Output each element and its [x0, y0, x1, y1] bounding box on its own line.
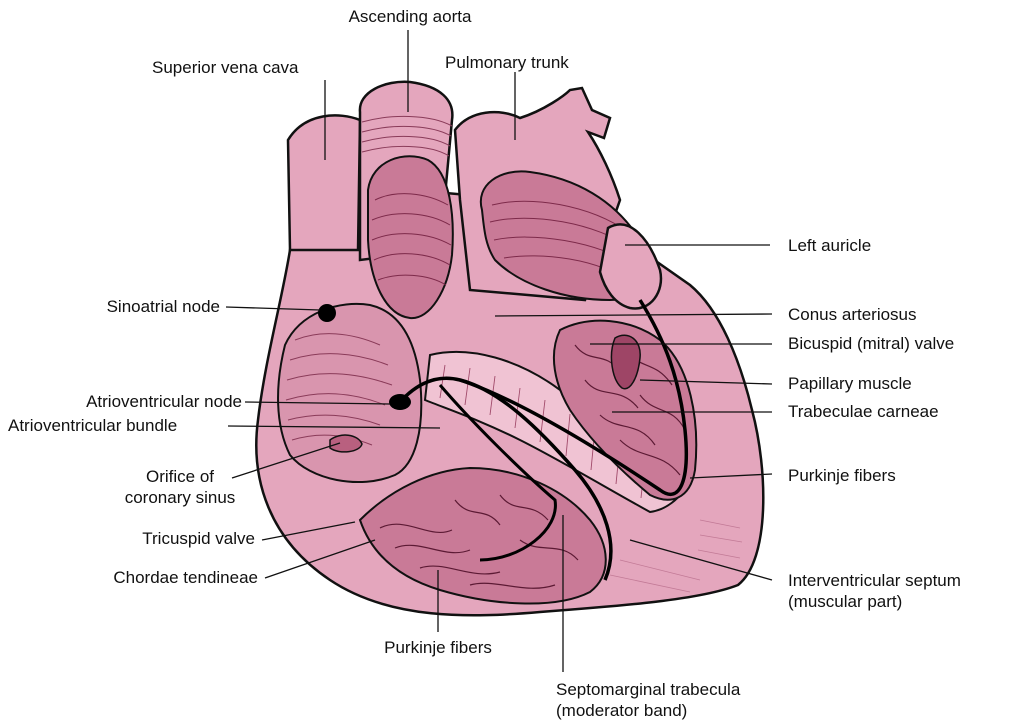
- label-orifice-coronary-sinus: Orifice of coronary sinus: [100, 466, 260, 508]
- label-av-node: Atrioventricular node: [20, 391, 242, 412]
- label-superior-vena-cava: Superior vena cava: [152, 57, 298, 78]
- superior-vena-cava: [288, 115, 360, 250]
- label-papillary-muscle: Papillary muscle: [788, 373, 912, 394]
- label-purkinje-fibers-bottom: Purkinje fibers: [343, 637, 533, 658]
- sinoatrial-node-marker: [318, 304, 336, 322]
- label-purkinje-fibers-right: Purkinje fibers: [788, 465, 896, 486]
- label-tricuspid-valve: Tricuspid valve: [60, 528, 255, 549]
- label-sinoatrial-node: Sinoatrial node: [20, 296, 220, 317]
- label-interventricular-septum: Interventricular septum (muscular part): [788, 570, 961, 612]
- label-ascending-aorta: Ascending aorta: [330, 6, 490, 27]
- right-atrium-cavity: [278, 304, 421, 482]
- coronary-sinus-orifice: [330, 435, 362, 452]
- label-av-bundle: Atrioventricular bundle: [8, 415, 177, 436]
- label-chordae-tendineae: Chordae tendineae: [40, 567, 258, 588]
- label-bicuspid-valve: Bicuspid (mitral) valve: [788, 333, 954, 354]
- label-left-auricle: Left auricle: [788, 235, 871, 256]
- label-conus-arteriosus: Conus arteriosus: [788, 304, 917, 325]
- label-pulmonary-trunk: Pulmonary trunk: [445, 52, 569, 73]
- label-septomarginal-trabecula: Septomarginal trabecula (moderator band): [556, 679, 740, 721]
- label-trabeculae-carneae: Trabeculae carneae: [788, 401, 939, 422]
